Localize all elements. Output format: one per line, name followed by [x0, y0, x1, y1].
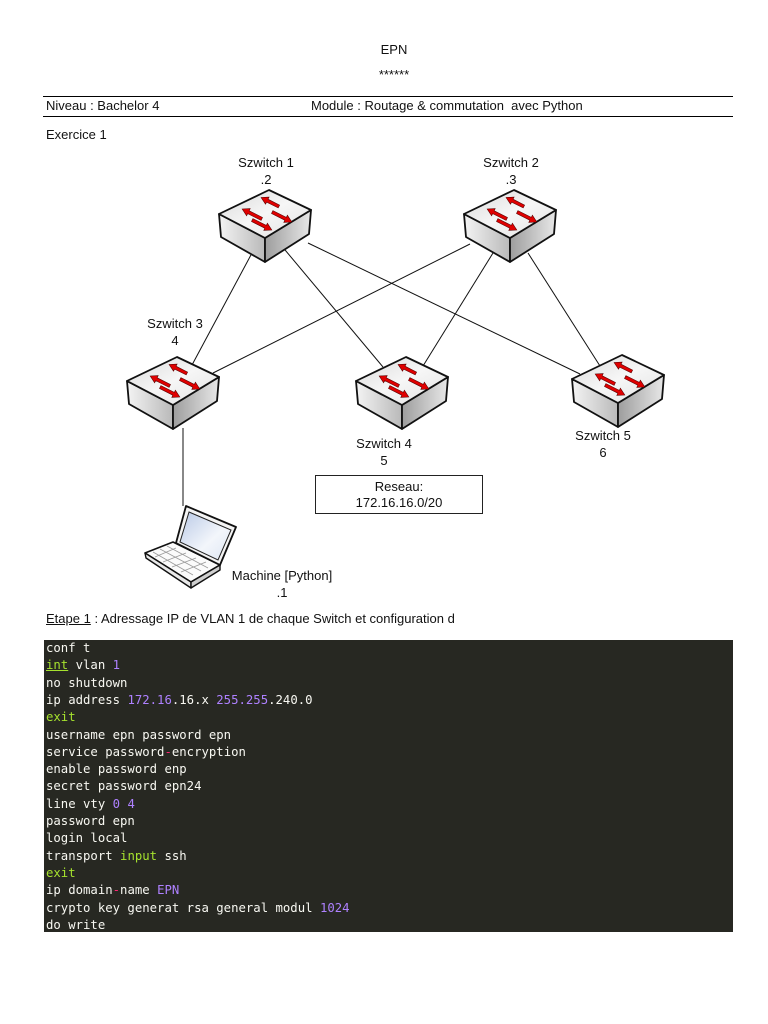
switch-2-name: Szwitch 2: [483, 155, 539, 170]
code-token-plain: no shutdown: [46, 675, 128, 690]
code-line: service password-encryption: [46, 744, 246, 761]
code-line: int vlan 1: [46, 657, 120, 674]
code-token-plain: .16.x: [171, 692, 217, 707]
code-token-plain: ip address: [46, 692, 128, 707]
code-token-plain: conf t: [46, 641, 91, 655]
code-token-plain: encryption: [171, 744, 246, 759]
code-line: secret password epn24: [46, 778, 201, 795]
code-token-plain: transport: [46, 848, 121, 863]
link-s1-s3: [191, 252, 253, 366]
code-line: crypto key generat rsa general modul 102…: [46, 900, 350, 917]
code-token-plain: crypto key generat rsa general modul: [46, 900, 320, 915]
code-token-plain: do write: [46, 917, 106, 932]
network-info-box: Reseau: 172.16.16.0/20: [315, 475, 483, 514]
switch-3-address: 4: [171, 333, 179, 348]
code-token-plain: ip domain: [46, 883, 113, 898]
code-token-operator: -: [112, 883, 121, 898]
laptop-screen: [179, 511, 232, 561]
code-line: line vty 0 4: [46, 796, 135, 813]
code-line: conf t: [46, 640, 90, 657]
switch-1[interactable]: [218, 189, 312, 263]
code-token-number: 1024: [319, 900, 350, 915]
switch-1-name: Szwitch 1: [238, 155, 294, 170]
network-diagram: [126, 189, 665, 589]
code-line: username epn password epn: [46, 727, 231, 744]
link-s2-s3: [212, 243, 471, 374]
code-token-plain: .240.0: [268, 692, 313, 707]
code-token-keyword: exit: [46, 710, 76, 725]
code-line: exit: [46, 709, 76, 726]
code-token-keyword-underline: int: [46, 658, 69, 673]
switch-4-address: 5: [380, 453, 388, 468]
switch-5-address: 6: [599, 445, 607, 460]
document-title: EPN: [380, 42, 408, 57]
laptop-base-side: [190, 564, 221, 589]
code-token-operator: -: [164, 744, 172, 759]
code-line: do write: [46, 917, 105, 932]
switch-3[interactable]: [126, 356, 220, 430]
code-line: transport input ssh: [46, 848, 187, 865]
code-token-number: 255.255: [216, 692, 269, 707]
step-heading: Etape 1 : Adressage IP de VLAN 1 de chaq…: [46, 611, 455, 627]
code-token-plain: username epn password epn: [46, 727, 232, 742]
step-description: : Adressage IP de VLAN 1 de chaque Switc…: [90, 611, 455, 626]
code-line: ip address 172.16.16.x 255.255.240.0: [46, 692, 313, 709]
code-token-plain: service password: [46, 744, 165, 759]
code-token-plain: password epn: [46, 814, 135, 828]
step-label: Etape 1: [46, 611, 91, 626]
code-token-plain: name: [120, 883, 158, 898]
code-token-number: EPN: [157, 883, 180, 898]
code-token-number: 4: [127, 796, 135, 811]
code-line: login local: [46, 830, 127, 847]
code-token-keyword: input: [120, 848, 158, 863]
network-address: 172.16.16.0/20: [355, 495, 443, 510]
code-token-plain: login local: [46, 831, 128, 846]
code-token-keyword: exit: [46, 865, 76, 880]
header-rule-top: [43, 96, 733, 97]
code-token-plain: vlan: [68, 658, 113, 673]
switch-1-address: .2: [260, 172, 272, 187]
link-s2-s5: [527, 252, 601, 367]
link-s1-s5: [307, 242, 581, 375]
code-token-number: 1: [112, 658, 121, 673]
machine-address: .1: [276, 585, 288, 600]
code-token-plain: secret password epn24: [46, 779, 202, 794]
code-token-number: 172.16: [127, 692, 172, 707]
network-label: Reseau:: [374, 479, 424, 494]
links-layer: [182, 231, 601, 506]
code-token-plain: ssh: [157, 848, 187, 863]
switch-5[interactable]: [571, 354, 665, 428]
switch-5-name: Szwitch 5: [575, 428, 631, 443]
code-line: enable password enp: [46, 761, 187, 778]
module-text: Module : Routage & commutation avec Pyth…: [311, 98, 583, 113]
link-s1-s4: [269, 231, 384, 368]
exercise-heading: Exercice 1: [46, 127, 107, 142]
link-s2-s4: [422, 252, 494, 367]
code-token-plain: line vty: [46, 796, 113, 811]
machine-name: Machine [Python]: [231, 568, 333, 583]
switch-2-address: .3: [505, 172, 517, 187]
header-rule-bottom: [43, 116, 733, 117]
switch-4[interactable]: [355, 356, 449, 430]
code-line: exit: [46, 865, 76, 882]
code-line: ip domain-name EPN: [46, 882, 179, 899]
title-separator-stars: ******: [378, 67, 410, 82]
laptop-keyboard: [152, 545, 209, 576]
code-line: password epn: [46, 813, 135, 830]
switch-3-name: Szwitch 3: [147, 316, 203, 331]
switch-2[interactable]: [463, 189, 557, 263]
code-line: no shutdown: [46, 675, 127, 692]
level-text: Niveau : Bachelor 4: [46, 98, 160, 113]
code-token-number: 0: [112, 796, 121, 811]
laptop-icon[interactable]: [144, 505, 237, 589]
switch-4-name: Szwitch 4: [356, 436, 412, 451]
code-token-plain: enable password enp: [46, 762, 187, 777]
